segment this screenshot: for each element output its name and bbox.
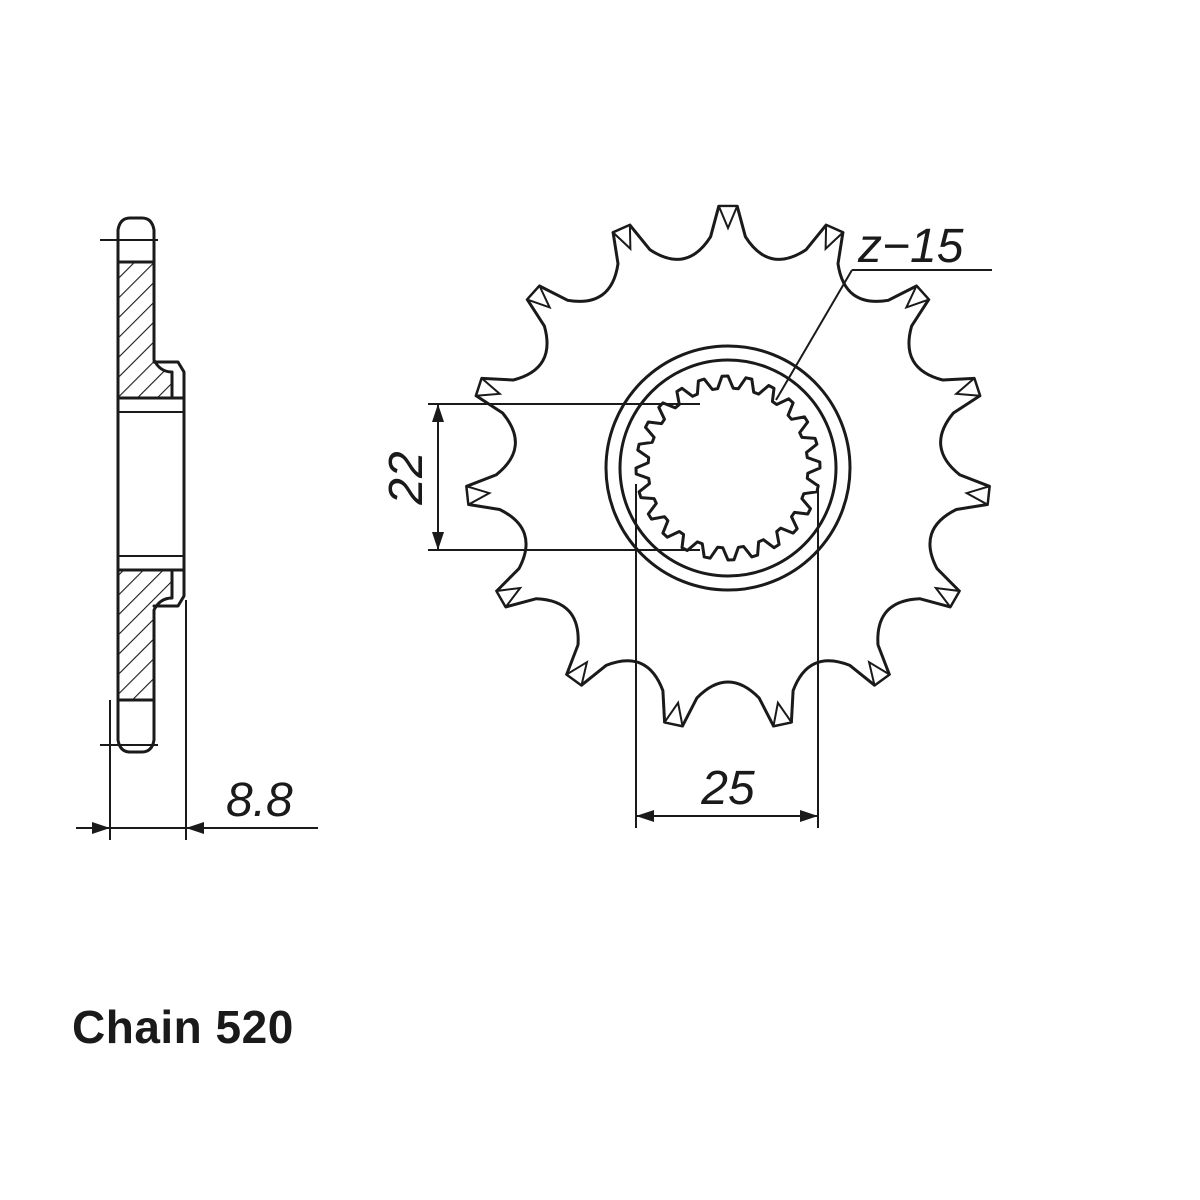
sprocket-front-view: 22 25 z−15 — [380, 204, 992, 828]
hub-inner-circle — [618, 358, 838, 578]
width-arrow-left — [92, 822, 110, 834]
outer-diameter-label: 25 — [700, 762, 755, 815]
tooth-tip-6 — [933, 586, 961, 609]
lower-tooth-tip — [116, 698, 156, 754]
tooth-tip-15 — [611, 223, 632, 252]
tooth-tip-4 — [953, 376, 982, 397]
tooth-tip-8 — [772, 700, 794, 728]
upper-tooth-tip — [116, 216, 156, 264]
tooth-tip-5 — [964, 484, 991, 507]
hub-outer-circle — [604, 344, 852, 592]
tooth-tip-3 — [904, 284, 931, 310]
upper-hub-boss — [152, 360, 186, 400]
lower-hub-boss — [152, 568, 186, 608]
width-dimension-label: 8.8 — [226, 774, 293, 827]
side-section-view: 8.8 — [76, 216, 318, 840]
chain-size-caption: Chain 520 — [72, 1001, 294, 1053]
sprocket-outline — [465, 204, 991, 728]
bore-section — [116, 396, 186, 572]
tooth-tip-10 — [564, 660, 589, 687]
outer-diameter-arrow-right — [800, 810, 818, 822]
tooth-tip-11 — [495, 586, 523, 609]
upper-hatched-section — [116, 260, 174, 400]
inner-diameter-label: 22 — [380, 451, 433, 505]
tooth-tip-12 — [465, 484, 492, 507]
inner-diameter-arrow-top — [432, 404, 444, 422]
tooth-tips — [465, 205, 991, 728]
tooth-tip-9 — [662, 700, 684, 728]
lower-hatched-section — [116, 568, 174, 702]
width-arrow-right — [186, 822, 204, 834]
teeth-count-label: z−15 — [857, 220, 964, 273]
spline-bore — [634, 374, 822, 562]
tooth-tip-2 — [824, 223, 845, 252]
tooth-tip-1 — [717, 205, 739, 231]
tooth-tip-7 — [867, 660, 892, 687]
teeth-leader-line — [775, 269, 853, 401]
tooth-tip-14 — [525, 284, 552, 310]
outer-diameter-arrow-left — [636, 810, 654, 822]
tooth-tip-13 — [474, 376, 503, 397]
inner-diameter-arrow-bottom — [432, 532, 444, 550]
